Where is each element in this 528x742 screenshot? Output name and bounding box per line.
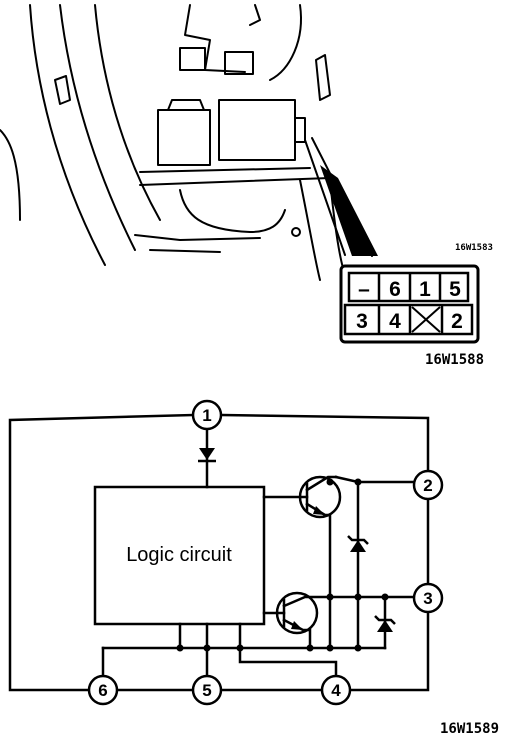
wire-outer-right — [220, 413, 430, 472]
relay-box — [157, 109, 211, 166]
terminal-label: 3 — [423, 589, 432, 608]
terminal-label: 5 — [202, 681, 211, 700]
connector-top-row — [347, 271, 470, 303]
logic-circuit-box — [93, 485, 266, 626]
wire-right-bottom — [349, 611, 430, 692]
transistor-lower-arrow — [291, 621, 303, 630]
terminal-label: 2 — [423, 476, 432, 495]
junction-dot — [203, 644, 211, 652]
junction-dot — [326, 478, 334, 486]
wire-logic-4 — [238, 622, 338, 678]
dash-clip-left — [179, 47, 206, 71]
pillar-bracket — [54, 75, 71, 105]
pillar-line-3 — [94, 4, 161, 221]
terminal-label: 4 — [331, 681, 341, 700]
zener-diode-lower — [374, 615, 396, 632]
junction-dot — [354, 478, 362, 486]
junction-dot — [326, 593, 334, 601]
zener-bar — [347, 535, 369, 545]
transistor-upper — [298, 475, 342, 519]
circuit-figure-code: 16W1589 — [440, 721, 500, 737]
left-edge-line — [0, 129, 21, 221]
leader-edge-1 — [304, 139, 346, 256]
terminal-label: 6 — [98, 681, 107, 700]
transistor-lower — [275, 591, 319, 635]
terminal-3 — [412, 582, 444, 614]
lower-line — [149, 249, 221, 253]
column-bolt — [291, 227, 301, 237]
terminal-6 — [87, 674, 119, 706]
junction-dot — [306, 644, 314, 652]
pin-label: 1 — [419, 278, 431, 301]
pin-label: 6 — [389, 278, 401, 301]
junction-dot — [326, 644, 334, 652]
wire-to-3 — [282, 595, 416, 608]
junction-dot — [354, 644, 362, 652]
relay-box-cap — [167, 99, 205, 111]
pedal-bracket — [315, 54, 331, 101]
pin-label: 4 — [389, 310, 401, 333]
dash-part-upper — [184, 4, 246, 73]
control-unit — [218, 99, 296, 161]
wire-to-2 — [334, 475, 416, 484]
pin-label: 5 — [449, 278, 461, 301]
junction-dot — [236, 644, 244, 652]
connector-face: – 6 1 5 3 4 2 — [339, 264, 480, 344]
lower-panel-edge — [134, 234, 261, 241]
pin-label: 3 — [356, 310, 368, 333]
zener-bar — [374, 615, 396, 625]
terminal-4 — [320, 674, 352, 706]
location-illustration: – 6 1 5 3 4 2 — [0, 4, 480, 344]
terminal-5 — [191, 674, 223, 706]
zener-triangle — [350, 540, 366, 552]
terminal-label: 1 — [202, 406, 211, 425]
dash-curve — [269, 4, 302, 81]
connector-bottom-row — [343, 303, 474, 336]
transistor-upper-collector — [305, 475, 338, 492]
pillar-line-2 — [59, 4, 136, 251]
junction-dot — [176, 644, 184, 652]
terminal-2 — [412, 469, 444, 501]
pillar-line-1 — [29, 4, 106, 266]
terminal-1 — [191, 399, 223, 431]
zener-triangle — [377, 620, 393, 632]
leader-wedge — [320, 165, 378, 256]
diode-input — [198, 448, 216, 463]
dash-clip — [249, 4, 261, 26]
junction-dot — [354, 593, 362, 601]
diode-triangle — [199, 448, 215, 460]
pin-label: – — [358, 278, 370, 301]
wire-outer-left — [8, 413, 195, 692]
control-unit-connector — [294, 117, 306, 143]
dash-clip-right — [224, 51, 254, 75]
transistor-lower-emitter — [282, 618, 312, 650]
logic-circuit-label: Logic circuit — [126, 544, 232, 566]
location-figure-code: 16W1583 — [455, 243, 493, 253]
transistor-upper-arrow — [313, 506, 325, 515]
zener-diode-upper — [347, 535, 369, 552]
blank-cell-x-mark — [411, 306, 441, 333]
mounting-rail-lower — [139, 177, 331, 186]
pin-label: 2 — [451, 310, 463, 333]
column-cover — [179, 189, 286, 233]
column-right-line — [299, 179, 321, 281]
mounting-rail — [139, 167, 311, 173]
junction-dot — [381, 593, 389, 601]
connector-figure-code: 16W1588 — [425, 352, 485, 368]
transistor-upper-emitter — [305, 502, 332, 650]
